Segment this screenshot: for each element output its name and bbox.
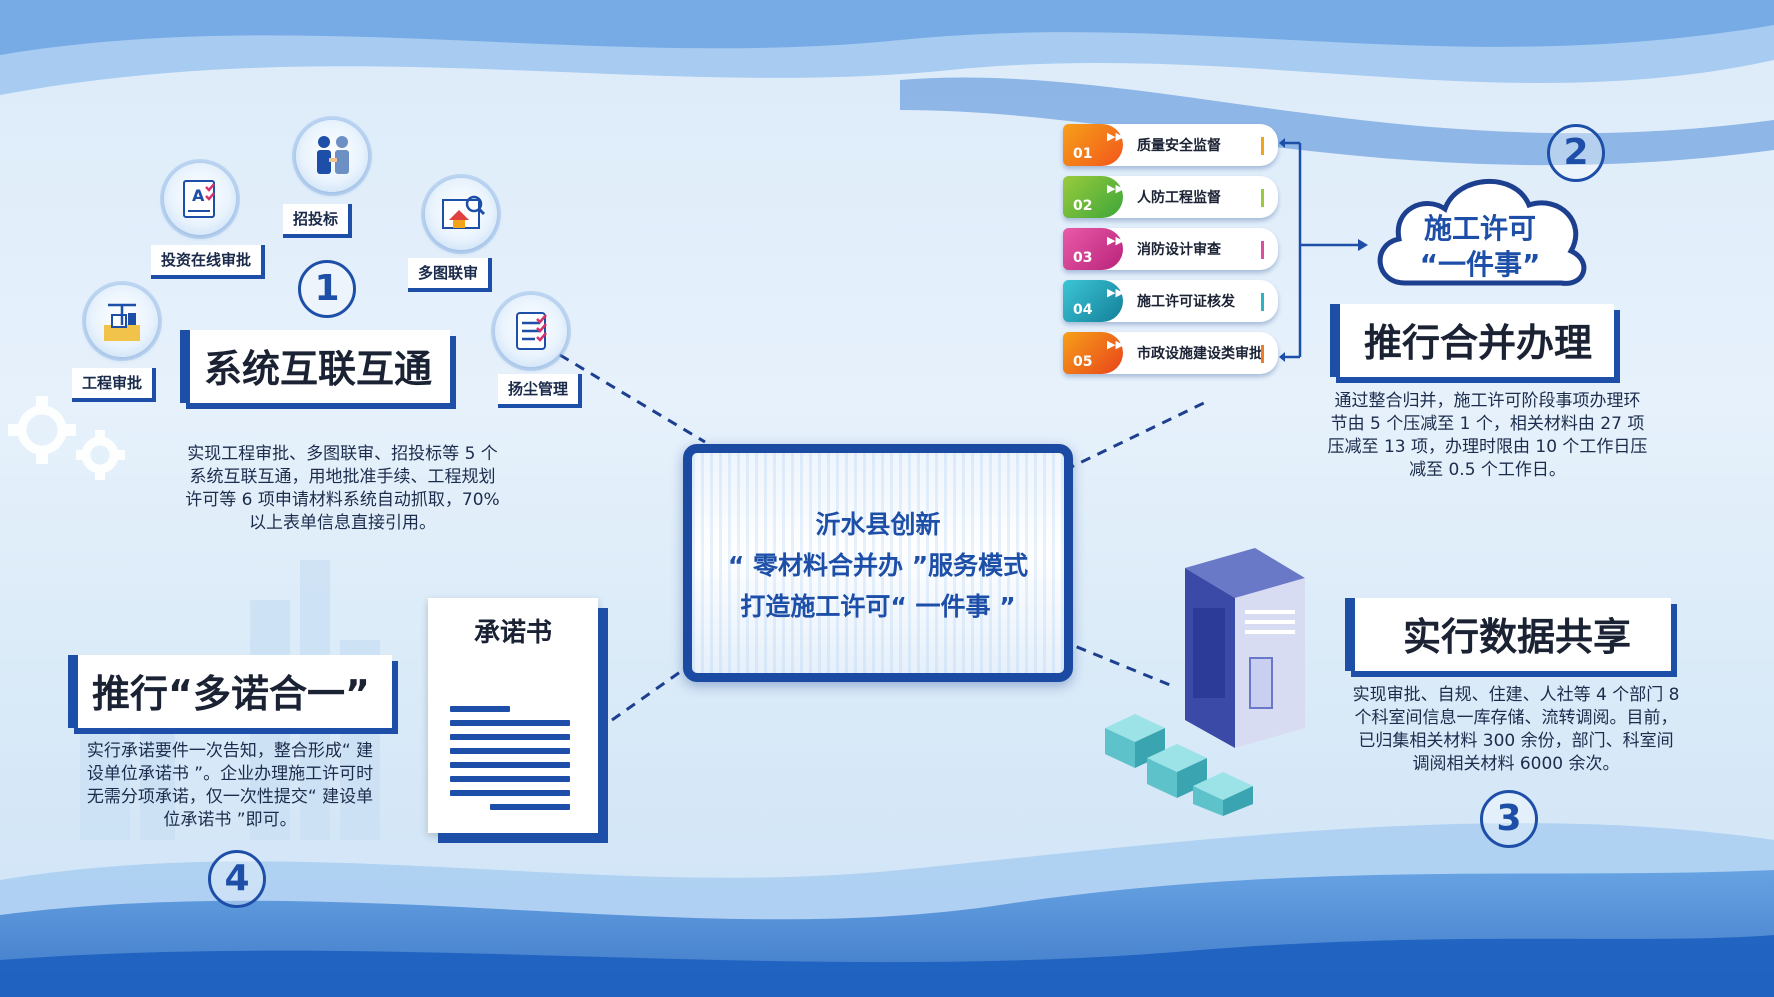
doc-line bbox=[450, 748, 570, 754]
node1-desc-line: 实现工程审批、多图联审、招投标等 5 个 bbox=[187, 444, 498, 464]
node1-desc-line: 许可等 6 项申请材料系统自动抓取，70% bbox=[185, 490, 500, 510]
node3-desc-line: 已归集相关材料 300 余份，部门、科室间 bbox=[1358, 731, 1674, 751]
merge-item-badge: 03 bbox=[1063, 228, 1123, 270]
node2-desc-line: 节由 5 个压减至 1 个，相关材料由 27 项 bbox=[1330, 414, 1645, 434]
one-thing-cloud: 施工许可 “一件事” bbox=[1365, 165, 1595, 295]
node2-desc-line: 通过整合归并，施工许可阶段事项办理环 bbox=[1334, 391, 1641, 411]
cloud-line1: 施工许可 bbox=[1423, 212, 1536, 245]
doc-line bbox=[450, 762, 570, 768]
merge-item-label: 市政设施建设类审批 bbox=[1137, 346, 1263, 362]
node2-desc-line: 压减至 13 项，办理时限由 10 个工作日压 bbox=[1327, 437, 1648, 457]
merge-item-badge: 05 bbox=[1063, 332, 1123, 374]
doc-title: 承诺书 bbox=[473, 618, 552, 648]
arrow-icon: ▶▶ bbox=[1107, 338, 1124, 351]
tag-engineering-approval: 工程审批 bbox=[72, 368, 157, 402]
merge-item-badge: 01 bbox=[1063, 124, 1123, 166]
cloud-icon bbox=[1377, 179, 1587, 286]
doc-line bbox=[450, 720, 570, 726]
merge-item-accent bbox=[1261, 189, 1264, 207]
center-line1: 沂水县创新 bbox=[815, 510, 941, 539]
node1-icon-engineering bbox=[86, 285, 158, 357]
node1-icon-investment: A bbox=[164, 163, 236, 235]
cloud-line2: “一件事” bbox=[1419, 248, 1541, 281]
merge-item-05: 05 ▶▶ 市政设施建设类审批 bbox=[1063, 332, 1278, 374]
document-approval-icon: A bbox=[183, 180, 215, 218]
doc-line bbox=[450, 706, 510, 712]
node1-icon-bidding bbox=[296, 120, 368, 192]
merge-item-03: 03 ▶▶ 消防设计审查 bbox=[1063, 228, 1278, 270]
merge-item-01: 01 ▶▶ 质量安全监督 bbox=[1063, 124, 1278, 166]
node2-desc-line: 减至 0.5 个工作日。 bbox=[1409, 460, 1566, 480]
merge-item-02: 02 ▶▶ 人防工程监督 bbox=[1063, 176, 1278, 218]
node1-desc-line: 以上表单信息直接引用。 bbox=[249, 513, 436, 533]
node3-desc-line: 个科室间信息一库存储、流转调阅。目前， bbox=[1354, 708, 1678, 728]
node1-number-badge: 1 bbox=[298, 260, 356, 318]
tag-bidding: 招投标 bbox=[283, 204, 353, 238]
node1-desc-line: 系统互联互通，用地批准手续、工程规划 bbox=[189, 467, 496, 487]
arrow-icon: ▶▶ bbox=[1107, 182, 1124, 195]
merge-item-accent bbox=[1261, 345, 1264, 363]
node3-description: 实现审批、自规、住建、人社等 4 个部门 8 个科室间信息一库存储、流转调阅。目… bbox=[1316, 684, 1716, 776]
handshake-people-icon bbox=[317, 136, 349, 174]
server-database-illustration bbox=[1105, 548, 1305, 816]
merge-item-badge: 04 bbox=[1063, 280, 1123, 322]
node4-desc-line: 实行承诺要件一次告知，整合形成“ 建 bbox=[86, 741, 374, 761]
merge-item-label: 施工许可证核发 bbox=[1137, 294, 1235, 310]
arrow-icon: ▶▶ bbox=[1107, 286, 1124, 299]
doc-line bbox=[490, 804, 570, 810]
node3-desc-line: 调阅相关材料 6000 余次。 bbox=[1412, 754, 1620, 774]
arrow-icon: ▶▶ bbox=[1107, 234, 1124, 247]
doc-line bbox=[450, 776, 570, 782]
node4-desc-line: 位承诺书 ”即可。 bbox=[163, 810, 297, 830]
node4-desc-line: 无需分项承诺，仅一次性提交“ 建设单 bbox=[86, 787, 374, 807]
merge-item-label: 质量安全监督 bbox=[1137, 138, 1221, 154]
doc-line bbox=[450, 790, 570, 796]
merge-item-accent bbox=[1261, 137, 1264, 155]
tag-investment-approval: 投资在线审批 bbox=[151, 245, 266, 279]
node4-title: 推行“多诺合一” bbox=[68, 655, 392, 728]
merge-item-label: 人防工程监督 bbox=[1137, 190, 1221, 206]
node1-icon-dust bbox=[495, 295, 567, 367]
node2-description: 通过整合归并，施工许可阶段事项办理环 节由 5 个压减至 1 个，相关材料由 2… bbox=[1295, 390, 1680, 482]
node3-number-badge: 3 bbox=[1480, 790, 1538, 848]
arrow-icon: ▶▶ bbox=[1107, 130, 1124, 143]
merge-item-label: 消防设计审查 bbox=[1137, 242, 1221, 258]
merge-item-04: 04 ▶▶ 施工许可证核发 bbox=[1063, 280, 1278, 322]
svg-text:A: A bbox=[192, 186, 205, 205]
node3-desc-line: 实现审批、自规、住建、人社等 4 个部门 8 bbox=[1352, 685, 1680, 705]
house-chart-icon bbox=[442, 195, 486, 229]
node3-title: 实行数据共享 bbox=[1345, 598, 1672, 671]
merge-item-accent bbox=[1261, 241, 1264, 259]
merge-item-accent bbox=[1261, 293, 1264, 311]
checklist-icon bbox=[516, 312, 547, 350]
node2-title: 推行合并办理 bbox=[1330, 304, 1615, 377]
node2-number-badge: 2 bbox=[1547, 124, 1605, 182]
building-crane-icon bbox=[104, 303, 140, 341]
node1-description: 实现工程审批、多图联审、招投标等 5 个 系统互联互通，用地批准手续、工程规划 … bbox=[150, 443, 535, 535]
merge-item-badge: 02 bbox=[1063, 176, 1123, 218]
center-line3: 打造施工许可“ 一件事 ” bbox=[740, 592, 1016, 621]
node4-desc-line: 设单位承诺书 ”。企业办理施工许可时 bbox=[86, 764, 374, 784]
node4-description: 实行承诺要件一次告知，整合形成“ 建 设单位承诺书 ”。企业办理施工许可时 无需… bbox=[50, 740, 410, 832]
center-core-box: 沂水县创新 “ 零材料合并办 ”服务模式 打造施工许可“ 一件事 ” bbox=[683, 444, 1073, 682]
tag-dust-management: 扬尘管理 bbox=[498, 374, 583, 408]
commitment-letter-document: 承诺书 bbox=[428, 598, 598, 833]
node1-title: 系统互联互通 bbox=[180, 330, 451, 403]
tag-multi-drawing-review: 多图联审 bbox=[408, 258, 493, 292]
center-line2: “ 零材料合并办 ”服务模式 bbox=[727, 551, 1029, 580]
node1-icon-multi-drawing bbox=[425, 178, 497, 250]
doc-line bbox=[450, 734, 570, 740]
node4-number-badge: 4 bbox=[208, 850, 266, 908]
